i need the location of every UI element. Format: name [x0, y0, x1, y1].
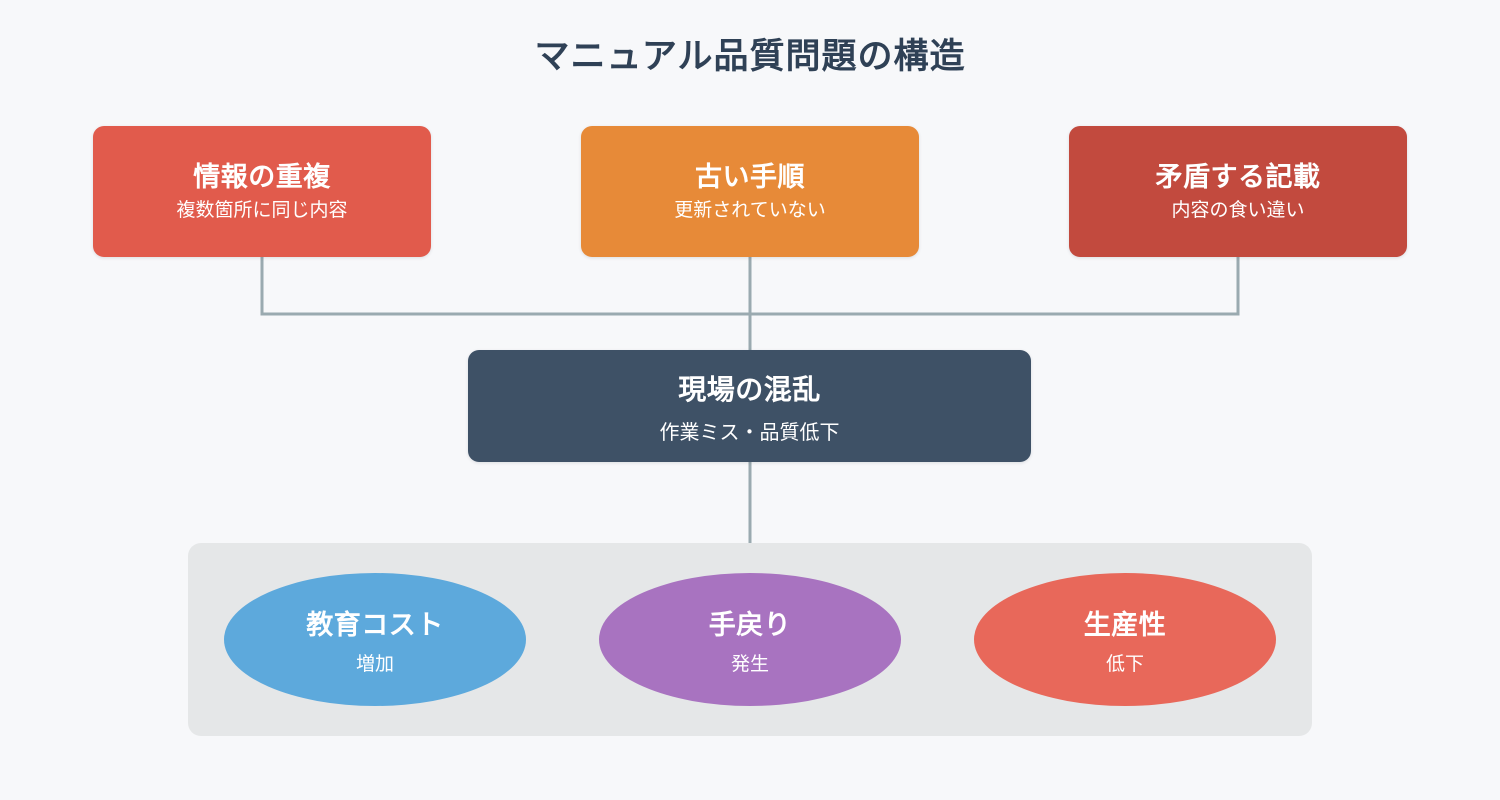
cause-subtitle: 更新されていない: [674, 199, 826, 221]
impact-row: 教育コスト 増加 手戻り 発生 生産性 低下: [188, 543, 1312, 736]
connector-cause-2: [750, 257, 1240, 316]
cause-title: 情報の重複: [193, 161, 331, 192]
impact-subtitle: 発生: [730, 654, 769, 675]
cause-box-contradictory-description[interactable]: 矛盾する記載 内容の食い違い: [1069, 126, 1407, 257]
cause-subtitle: 内容の食い違い: [1171, 199, 1305, 221]
cause-subtitle: 複数箇所に同じ内容: [176, 199, 348, 221]
effect-title: 現場の混乱: [678, 373, 821, 405]
effect-subtitle: 作業ミス・品質低下: [659, 421, 840, 444]
cause-box-information-duplication[interactable]: 情報の重複 複数箇所に同じ内容: [93, 126, 431, 257]
impact-title: 手戻り: [708, 610, 792, 640]
impact-subtitle: 低下: [1105, 654, 1144, 675]
impact-panel: 教育コスト 増加 手戻り 発生 生産性 低下: [188, 543, 1312, 736]
effect-box-field-confusion[interactable]: 現場の混乱 作業ミス・品質低下: [468, 350, 1031, 462]
cause-title: 古い手順: [695, 161, 805, 192]
impact-ellipse-training-cost[interactable]: 教育コスト 増加: [224, 573, 526, 706]
impact-subtitle: 増加: [355, 654, 394, 675]
cause-title: 矛盾する記載: [1155, 161, 1321, 192]
impact-ellipse-rework[interactable]: 手戻り 発生: [599, 573, 901, 706]
cause-box-outdated-procedure[interactable]: 古い手順 更新されていない: [581, 126, 919, 257]
page-title: マニュアル品質問題の構造: [534, 37, 966, 76]
impact-title: 教育コスト: [306, 610, 444, 640]
impact-title: 生産性: [1083, 610, 1167, 640]
impact-ellipse-productivity[interactable]: 生産性 低下: [974, 573, 1276, 706]
connector-cause-0: [260, 257, 750, 316]
